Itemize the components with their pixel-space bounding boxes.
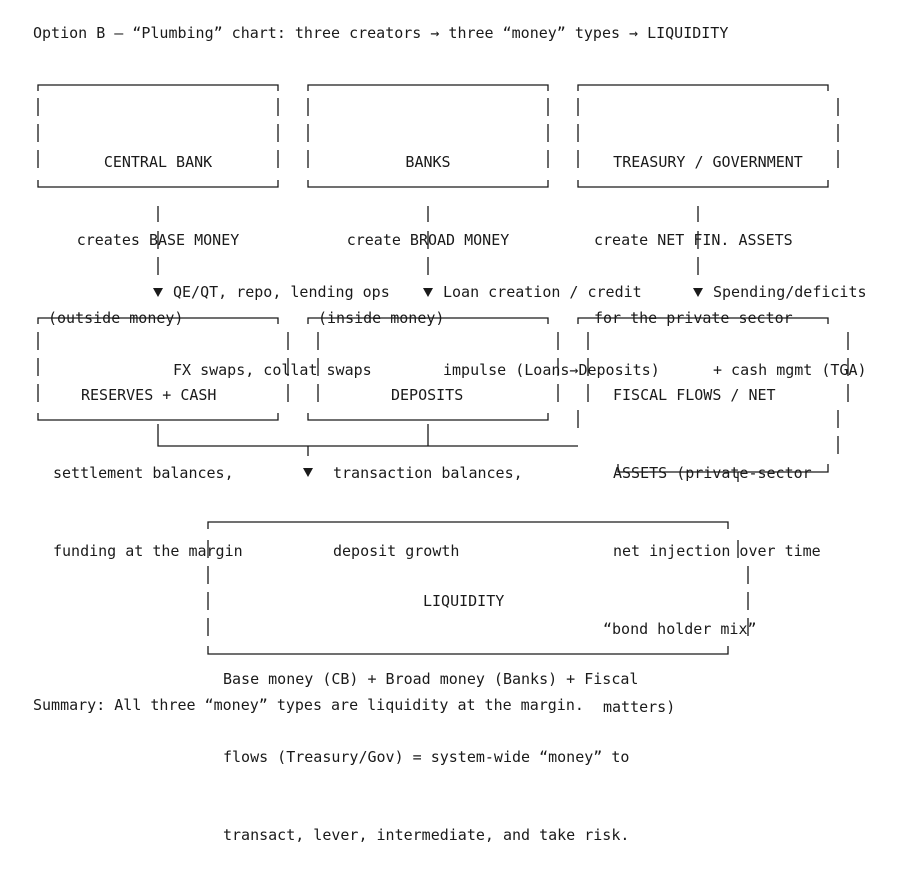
channel-line: Spending/deficits (713, 283, 867, 301)
liquidity-line: Base money (CB) + Broad money (Banks) + … (223, 670, 639, 688)
money-line: funding at the margin (53, 542, 243, 560)
money-line: matters) (603, 698, 676, 716)
creator-line: (outside money) (48, 309, 184, 327)
money-line: ASSETS (private-sector (613, 464, 812, 482)
money-line: transaction balances, (333, 464, 523, 482)
creator-line: for the private sector (594, 309, 793, 327)
money-heading: FISCAL FLOWS / NET (613, 386, 776, 404)
summary-text: Summary: All three “money” types are liq… (33, 696, 584, 714)
channel-line: FX swaps, collat swaps (173, 361, 372, 379)
channel-line: + cash mgmt (TGA) (713, 361, 867, 379)
creator-box-central-bank: CENTRAL BANK creates BASE MONEY (outside… (48, 97, 268, 357)
merge-connector (157, 424, 578, 456)
creator-line: create NET FIN. ASSETS (594, 231, 793, 249)
money-line: settlement balances, (53, 464, 234, 482)
money-box-fiscal: FISCAL FLOWS / NET ASSETS (private-secto… (603, 330, 848, 746)
money-heading: DEPOSITS (391, 386, 464, 404)
creator-heading: CENTRAL BANK (103, 153, 213, 171)
arrow-head-1 (153, 288, 163, 297)
liquidity-box-border (207, 521, 749, 655)
arrow-head-3 (693, 288, 703, 297)
liquidity-heading: LIQUIDITY (423, 592, 505, 610)
diagram-frame (37, 84, 849, 655)
money-box-fiscal-border (577, 317, 849, 482)
creator-line: create BROAD MONEY (346, 231, 510, 249)
liquidity-line: flows (Treasury/Gov) = system-wide “mone… (223, 748, 630, 766)
creator-line: creates BASE MONEY (76, 231, 240, 249)
channel-label-banks: Loan creation / credit impulse (Loans→De… (443, 227, 660, 409)
channel-line: QE/QT, repo, lending ops (173, 283, 390, 301)
creator-line: (inside money) (318, 309, 445, 327)
arrow-head-2 (423, 288, 433, 297)
creator-heading: BANKS (405, 153, 451, 171)
creator-heading: TREASURY / GOVERNMENT (613, 153, 803, 171)
diagram-title: Option B — “Plumbing” chart: three creat… (33, 24, 729, 42)
creator-box-banks-border (307, 84, 549, 188)
creator-box-banks: BANKS create BROAD MONEY (inside money) (318, 97, 538, 357)
creator-box-treasury: TREASURY / GOVERNMENT create NET FIN. AS… (588, 97, 828, 357)
channel-line: impulse (Loans→Deposits) (443, 361, 660, 379)
money-line: “bond holder mix” (603, 620, 757, 638)
money-box-reserves: RESERVES + CASH settlement balances, fun… (53, 330, 283, 590)
creator-box-treasury-border (577, 84, 839, 188)
money-box-deposits: DEPOSITS transaction balances, deposit g… (333, 330, 553, 590)
channel-label-treasury: Spending/deficits + cash mgmt (TGA) (713, 227, 867, 409)
liquidity-line: transact, lever, intermediate, and take … (223, 826, 630, 844)
money-line: net injection over time (613, 542, 821, 560)
money-box-reserves-border (37, 317, 289, 421)
channel-line: Loan creation / credit (443, 283, 642, 301)
creator-box-central-bank-border (37, 84, 279, 188)
money-heading: RESERVES + CASH (81, 386, 217, 404)
money-line: deposit growth (333, 542, 460, 560)
channel-label-central-bank: QE/QT, repo, lending ops FX swaps, colla… (173, 227, 390, 409)
money-box-deposits-border (307, 317, 559, 421)
arrow-head-merge (303, 468, 313, 477)
